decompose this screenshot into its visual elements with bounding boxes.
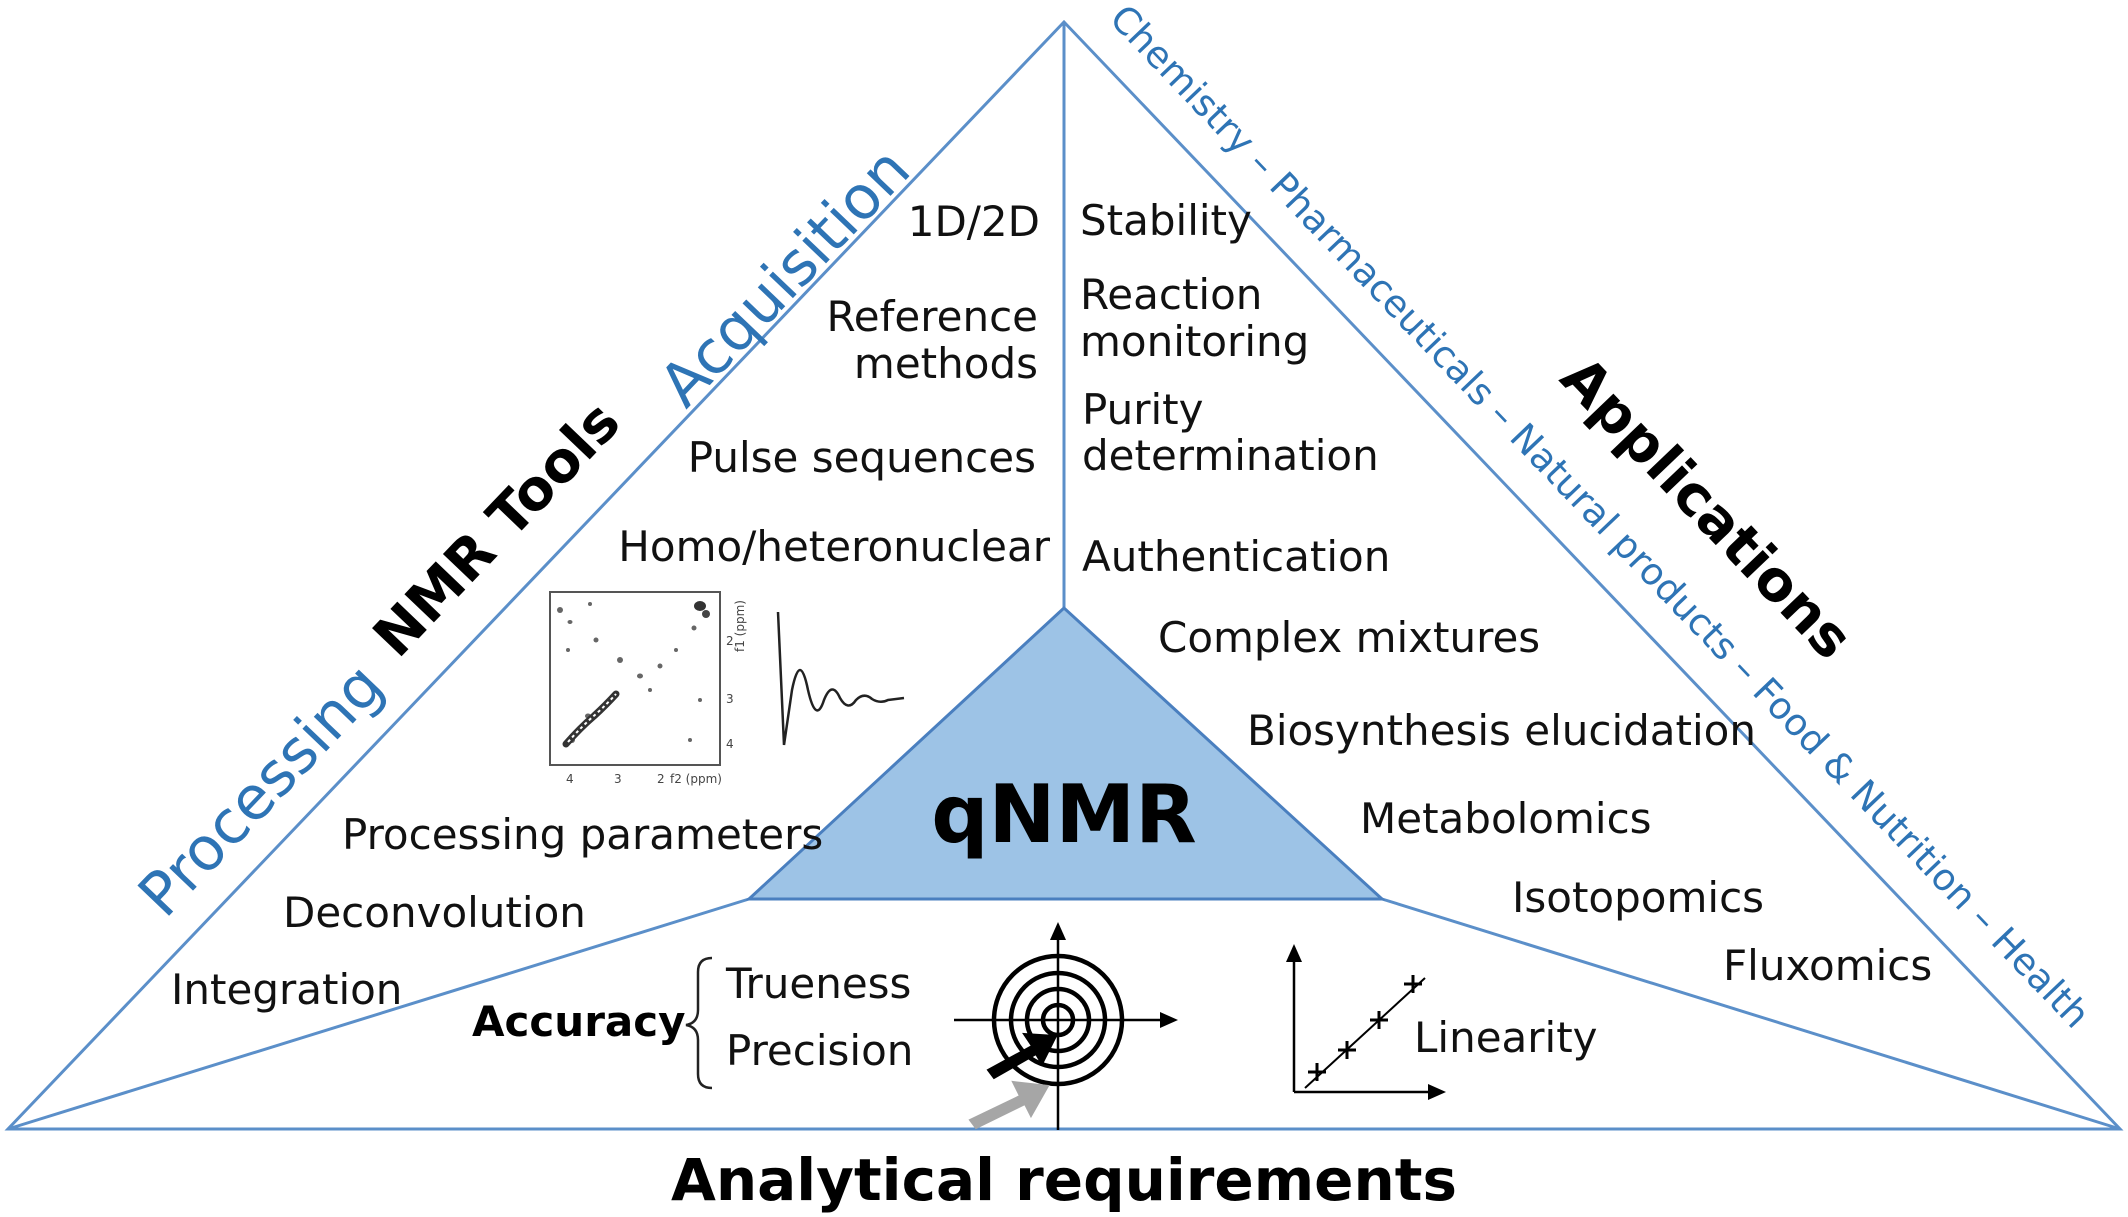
application-item: Stability (1080, 196, 1252, 245)
acquisition-item: methods (854, 339, 1038, 388)
spectrum-2d-diagonal-core (567, 693, 617, 743)
processing-item: Deconvolution (283, 888, 586, 937)
processing-item: Processing parameters (342, 810, 823, 859)
spectrum-2d-x-tick: 3 (614, 772, 622, 786)
linearity-label: Linearity (1414, 1013, 1598, 1062)
accuracy-item: Trueness (725, 959, 911, 1008)
qnmr-triangle (745, 605, 1386, 901)
application-item: Biosynthesis elucidation (1247, 706, 1756, 755)
spectrum-2d-y-tick: 4 (726, 737, 734, 751)
target-icon (954, 922, 1178, 1130)
application-items-lower: Complex mixtures Biosynthesis elucidatio… (1158, 613, 1932, 990)
processing-item: Integration (171, 965, 402, 1014)
spectrum-2d-x-label: f2 (ppm) (670, 772, 722, 786)
acquisition-item: Pulse sequences (688, 433, 1036, 482)
accuracy-item: Precision (726, 1026, 913, 1075)
outer-triangle (4, 19, 2124, 1131)
outer-triangle-outline (4, 19, 2124, 1131)
acquisition-item: Homo/heteronuclear (618, 522, 1050, 571)
acquisition-item: 1D/2D (908, 197, 1040, 246)
application-item: Fluxomics (1723, 941, 1932, 990)
accuracy-label: Accuracy (472, 997, 686, 1046)
spectrum-2d-thumbnail: f1 (ppm) 2 3 4 4 3 2 f2 (ppm) (549, 591, 747, 786)
fid-decay-icon (776, 611, 905, 746)
divider-right (1381, 897, 2121, 1131)
linearity-plot-icon (1286, 944, 1446, 1100)
trueness-arrow-icon (968, 1080, 1050, 1130)
application-item: Complex mixtures (1158, 613, 1540, 662)
precision-arrow-icon (986, 1032, 1058, 1080)
acquisition-item: Reference (827, 292, 1039, 341)
application-item: determination (1082, 431, 1379, 480)
application-item: Reaction (1080, 270, 1262, 319)
application-item: monitoring (1080, 317, 1309, 366)
spectrum-2d-y-tick: 2 (726, 634, 734, 648)
application-items-upper: Stability Reaction monitoring Purity det… (1080, 196, 1390, 581)
analytical-requirements-heading: Analytical requirements (671, 1146, 1457, 1214)
acquisition-items: 1D/2D Reference methods Pulse sequences … (618, 197, 1050, 571)
processing-items: Processing parameters Deconvolution Inte… (171, 810, 823, 1014)
spectrum-2d-x-tick: 4 (566, 772, 574, 786)
application-item: Authentication (1082, 532, 1390, 581)
spectrum-2d-peaks (557, 601, 710, 743)
qnmr-label: qNMR (931, 768, 1196, 861)
spectrum-2d-y-label: f1 (ppm) (733, 600, 747, 652)
accuracy-brace (685, 956, 713, 1090)
spectrum-2d-y-tick: 3 (726, 692, 734, 706)
divider-left (7, 897, 750, 1131)
spectrum-2d-frame (549, 591, 721, 766)
application-item: Metabolomics (1360, 794, 1652, 843)
application-item: Purity (1082, 385, 1203, 434)
application-item: Isotopomics (1512, 873, 1764, 922)
spectrum-2d-x-tick: 2 (657, 772, 665, 786)
